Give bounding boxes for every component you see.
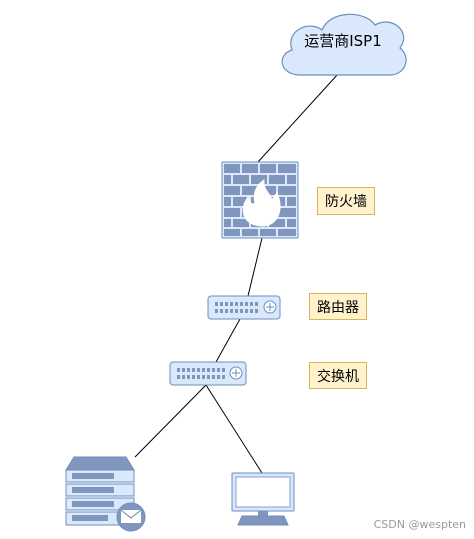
watermark: CSDN @wespten — [373, 518, 466, 531]
firewall-label: 防火墙 — [317, 187, 375, 215]
router-icon — [207, 295, 281, 320]
switch-icon — [169, 361, 247, 386]
mail-server-icon — [65, 456, 146, 532]
link-router-switch — [215, 318, 241, 363]
link-isp-firewall — [257, 73, 339, 163]
isp-label: 运营商ISP1 — [304, 32, 382, 50]
cloud-icon — [281, 13, 407, 76]
link-switch-server — [134, 384, 207, 458]
flame-icon — [242, 178, 281, 227]
firewall-icon — [221, 161, 299, 239]
link-switch-desktop — [205, 384, 263, 474]
desktop-computer-icon — [231, 472, 295, 526]
envelope-icon — [120, 509, 142, 523]
link-firewall-router — [247, 237, 263, 297]
router-label: 路由器 — [309, 293, 367, 320]
switch-label: 交换机 — [309, 362, 367, 389]
